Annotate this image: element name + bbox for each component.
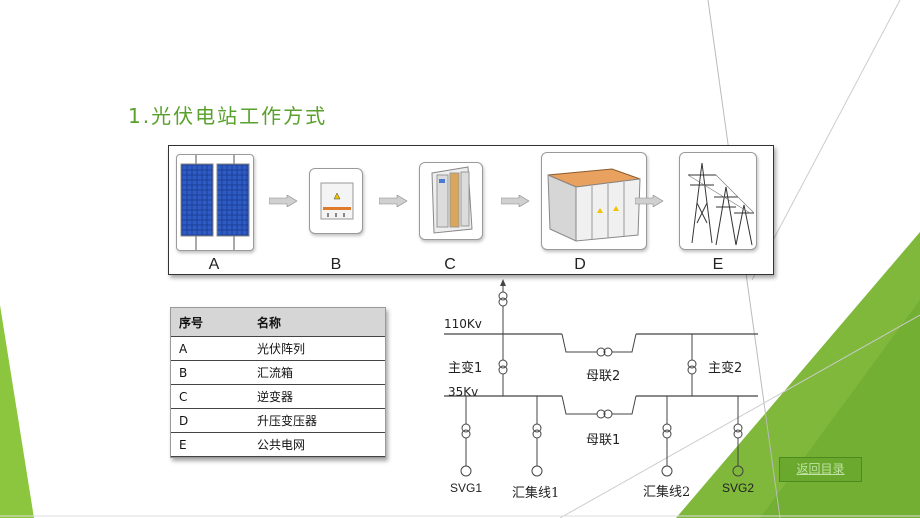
main-transformer-1-label: 主变1 [448, 361, 483, 376]
step-label-c: C [444, 256, 456, 273]
collector-1-label: 汇集线1 [512, 486, 560, 501]
legend-table: 序号 名称 A 光伏阵列 B 汇流箱 C 逆变器 D 升压变压器 E [170, 307, 386, 458]
inverter-icon [431, 166, 473, 234]
legend-header-name: 名称 [249, 308, 385, 337]
svg2-label: SVG2 [722, 481, 755, 495]
step-label-e: E [712, 256, 724, 273]
svg1-symbol [460, 465, 472, 477]
legend-header-row: 序号 名称 [171, 308, 385, 337]
step-up-transformer-image [541, 152, 647, 250]
legend-name: 光伏阵列 [249, 336, 385, 361]
transformer-symbol [498, 291, 508, 301]
bus-110-label: 110Kv [444, 317, 482, 331]
diagonal-line [559, 314, 920, 518]
bus-tie-2-line [561, 333, 597, 353]
table-row: C 逆变器 [171, 384, 385, 409]
legend-id: C [171, 384, 249, 409]
solar-array-image [176, 154, 254, 251]
legend-id: A [171, 336, 249, 361]
legend-header-id: 序号 [171, 308, 249, 337]
public-grid-image [679, 152, 757, 250]
table-row: E 公共电网 [171, 432, 385, 457]
page-title: 1.光伏电站工作方式 [128, 104, 328, 128]
step-label-d: D [574, 256, 586, 273]
flow-arrow-icon [379, 195, 408, 207]
step-label-a: A [208, 256, 220, 273]
feeder-transformer-symbol [733, 423, 743, 433]
up-arrow-icon [500, 279, 506, 286]
bus-tie-2-label: 母联2 [586, 369, 621, 384]
flow-arrow-icon [501, 195, 530, 207]
combiner-box-icon [320, 182, 354, 220]
collector-2-label: 汇集线2 [643, 485, 691, 500]
collector-1-symbol [531, 465, 543, 477]
bus-35-label: 35Kv [448, 385, 479, 399]
legend-id: B [171, 360, 249, 385]
legend-name: 逆变器 [249, 384, 385, 409]
process-flow-panel: A B C D E [168, 145, 774, 275]
bus-tie-1-symbol [596, 409, 606, 419]
main-transformer-2-symbol [687, 359, 697, 369]
table-row: A 光伏阵列 [171, 336, 385, 361]
main-transformer-2-symbol [687, 365, 697, 375]
legend-name: 汇流箱 [249, 360, 385, 385]
feeder-transformer-symbol [532, 429, 542, 439]
legend-id: E [171, 432, 249, 457]
bus-tie-2-symbol [596, 347, 606, 357]
table-row: B 汇流箱 [171, 360, 385, 385]
feeder-transformer-symbol [461, 423, 471, 433]
main-transformer-1-symbol [498, 359, 508, 369]
flow-arrow-icon [635, 195, 664, 207]
diagonal-line [751, 0, 901, 281]
transmission-tower-icon [687, 162, 755, 246]
combiner-box-image [309, 168, 363, 234]
back-to-contents-button[interactable]: 返回目录 [779, 457, 862, 482]
collector-2-symbol [661, 465, 673, 477]
table-row: D 升压变压器 [171, 408, 385, 433]
legend-name: 公共电网 [249, 432, 385, 457]
feeder-transformer-symbol [532, 423, 542, 433]
legend-name: 升压变压器 [249, 408, 385, 433]
feeder-transformer-symbol [461, 429, 471, 439]
feeder-transformer-symbol [733, 429, 743, 439]
main-transformer-2-label: 主变2 [708, 361, 743, 376]
step-label-b: B [330, 256, 342, 273]
left-green-triangle [0, 305, 34, 518]
bus-tie-1-line [561, 395, 597, 415]
feeder-transformer-symbol [662, 429, 672, 439]
flow-arrow-icon [269, 195, 298, 207]
inverter-image [419, 162, 483, 240]
main-transformer-1-symbol [498, 365, 508, 375]
feeder-transformer-symbol [662, 423, 672, 433]
transformer-cabinet-icon [547, 168, 641, 242]
transformer-symbol [498, 297, 508, 307]
svg1-label: SVG1 [450, 481, 483, 495]
bus-tie-1-label: 母联1 [586, 433, 621, 448]
legend-id: D [171, 408, 249, 433]
svg2-symbol [732, 465, 744, 477]
solar-panel-icon [180, 155, 250, 250]
